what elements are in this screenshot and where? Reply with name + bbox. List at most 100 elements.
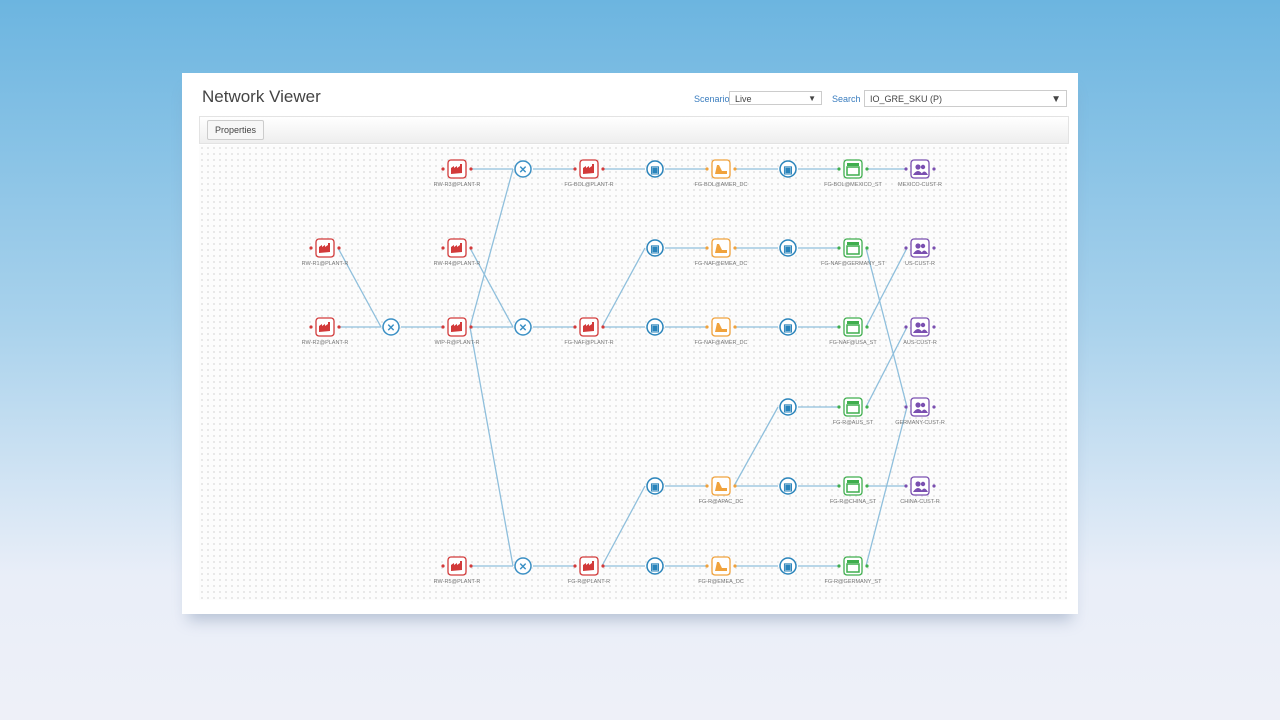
node-plant[interactable]: FG-BOL@PLANT-R	[564, 159, 614, 188]
node-truck[interactable]: ▣	[646, 477, 664, 495]
node-store[interactable]: FG-BOL@MEXICO_ST	[824, 159, 883, 188]
store-icon	[846, 163, 860, 176]
tools-icon: ✕	[519, 323, 527, 334]
chevron-down-icon: ▼	[1051, 94, 1061, 105]
node-store[interactable]: FG-R@CHINA_ST	[830, 476, 877, 505]
node-label: FG-R@PLANT-R	[568, 579, 610, 585]
node-label: WIP-R@PLANT-R	[434, 340, 479, 346]
edge-wip-t4[interactable]	[469, 326, 514, 567]
node-truck[interactable]: ▣	[779, 160, 797, 178]
network-canvas[interactable]: RW-R1@PLANT-R RW-R2@PLANT-R ✕ RW-R3@PLANT-R…	[199, 145, 1067, 600]
node-truck[interactable]: ▣	[646, 160, 664, 178]
node-dc[interactable]: FG-R@APAC_DC	[699, 476, 744, 505]
node-label: CHINA-CUST-R	[900, 499, 939, 505]
scenario-select[interactable]: Live▼	[729, 91, 822, 105]
factory-icon	[451, 243, 462, 253]
node-label: RW-R3@PLANT-R	[434, 182, 481, 188]
node-truck[interactable]: ▣	[779, 239, 797, 257]
node-truck[interactable]: ▣	[646, 557, 664, 575]
truck-icon: ▣	[783, 482, 792, 493]
edge-s4-c3[interactable]	[865, 326, 908, 408]
node-customer[interactable]: MEXICO-CUST-R	[898, 159, 942, 188]
node-plant[interactable]: RW-R4@PLANT-R	[434, 238, 481, 267]
node-label: FG-NAF@USA_ST	[829, 340, 877, 346]
node-customer[interactable]: US-CUST-R	[904, 238, 936, 267]
node-truck[interactable]: ▣	[779, 557, 797, 575]
properties-button[interactable]: Properties	[207, 120, 265, 140]
edge-rw1-t1[interactable]	[337, 247, 382, 328]
node-store[interactable]: FG-R@AUS_ST	[833, 397, 874, 426]
tools-icon: ✕	[519, 165, 527, 176]
node-tool[interactable]: ✕	[382, 318, 400, 336]
node-label: FG-R@GERMANY_ST	[825, 579, 883, 585]
node-label: FG-R@AUS_ST	[833, 420, 874, 426]
edge-fgn-k2[interactable]	[601, 247, 646, 328]
factory-icon	[451, 164, 462, 174]
node-plant[interactable]: RW-R1@PLANT-R	[302, 238, 349, 267]
truck-icon: ▣	[650, 244, 659, 255]
chevron-down-icon: ▼	[808, 94, 816, 103]
node-tool[interactable]: ✕	[514, 557, 532, 575]
node-dc[interactable]: FG-BOL@AMER_DC	[695, 159, 748, 188]
store-icon	[846, 321, 860, 334]
factory-icon	[451, 322, 462, 332]
edge-fgr-k4[interactable]	[601, 485, 646, 567]
warehouse-icon	[715, 244, 727, 253]
factory-icon	[583, 561, 594, 571]
customer-icon	[913, 322, 928, 333]
node-dc[interactable]: FG-NAF@AMER_DC	[695, 317, 748, 346]
search-select[interactable]: IO_GRE_SKU (P)▼	[864, 90, 1067, 107]
edge-rw4-t3[interactable]	[469, 247, 514, 328]
page-title: Network Viewer	[202, 87, 321, 106]
factory-icon	[451, 561, 462, 571]
node-store[interactable]: FG-R@GERMANY_ST	[825, 556, 883, 585]
edge-s3-c2[interactable]	[865, 247, 908, 328]
node-label: GERMANY-CUST-R	[895, 420, 945, 426]
node-label: RW-R4@PLANT-R	[434, 261, 481, 267]
node-tool[interactable]: ✕	[514, 160, 532, 178]
customer-icon	[913, 243, 928, 254]
node-truck[interactable]: ▣	[779, 477, 797, 495]
node-label: US-CUST-R	[905, 261, 935, 267]
node-plant[interactable]: FG-NAF@PLANT-R	[564, 317, 614, 346]
warehouse-icon	[715, 323, 727, 332]
truck-icon: ▣	[650, 323, 659, 334]
warehouse-icon	[715, 165, 727, 174]
edge-wip-t2[interactable]	[469, 168, 514, 328]
truck-icon: ▣	[783, 562, 792, 573]
node-truck[interactable]: ▣	[646, 239, 664, 257]
node-label: MEXICO-CUST-R	[898, 182, 942, 188]
network-graph[interactable]: RW-R1@PLANT-R RW-R2@PLANT-R ✕ RW-R3@PLANT-R…	[199, 145, 1067, 600]
truck-icon: ▣	[783, 165, 792, 176]
node-dc[interactable]: FG-R@EMEA_DC	[698, 556, 744, 585]
node-truck[interactable]: ▣	[779, 318, 797, 336]
node-plant[interactable]: RW-R2@PLANT-R	[302, 317, 349, 346]
truck-icon: ▣	[783, 244, 792, 255]
node-plant[interactable]: RW-R5@PLANT-R	[434, 556, 481, 585]
node-customer[interactable]: AUS-CUST-R	[903, 317, 937, 346]
network-viewer-panel: Network Viewer Scenario Live▼ Search IO_…	[182, 73, 1078, 614]
node-truck[interactable]: ▣	[646, 318, 664, 336]
truck-icon: ▣	[783, 403, 792, 414]
node-store[interactable]: FG-NAF@GERMANY_ST	[821, 238, 886, 267]
node-truck[interactable]: ▣	[779, 398, 797, 416]
node-customer[interactable]: GERMANY-CUST-R	[895, 397, 945, 426]
node-tool[interactable]: ✕	[514, 318, 532, 336]
node-plant[interactable]: RW-R3@PLANT-R	[434, 159, 481, 188]
node-plant[interactable]: FG-R@PLANT-R	[568, 556, 610, 585]
node-label: FG-BOL@AMER_DC	[695, 182, 748, 188]
node-label: FG-NAF@EMEA_DC	[695, 261, 748, 267]
node-store[interactable]: FG-NAF@USA_ST	[829, 317, 877, 346]
node-customer[interactable]: CHINA-CUST-R	[900, 476, 940, 505]
edge-s6-c4[interactable]	[865, 406, 908, 567]
node-plant[interactable]: WIP-R@PLANT-R	[434, 317, 480, 346]
store-icon	[846, 242, 860, 255]
node-label: FG-R@CHINA_ST	[830, 499, 877, 505]
edge-s2-c4[interactable]	[865, 247, 908, 408]
node-dc[interactable]: FG-NAF@EMEA_DC	[695, 238, 748, 267]
tools-icon: ✕	[387, 323, 395, 334]
node-label: RW-R1@PLANT-R	[302, 261, 349, 267]
edge-d4-m4[interactable]	[733, 406, 779, 487]
store-icon	[846, 401, 860, 414]
node-label: FG-NAF@GERMANY_ST	[821, 261, 886, 267]
